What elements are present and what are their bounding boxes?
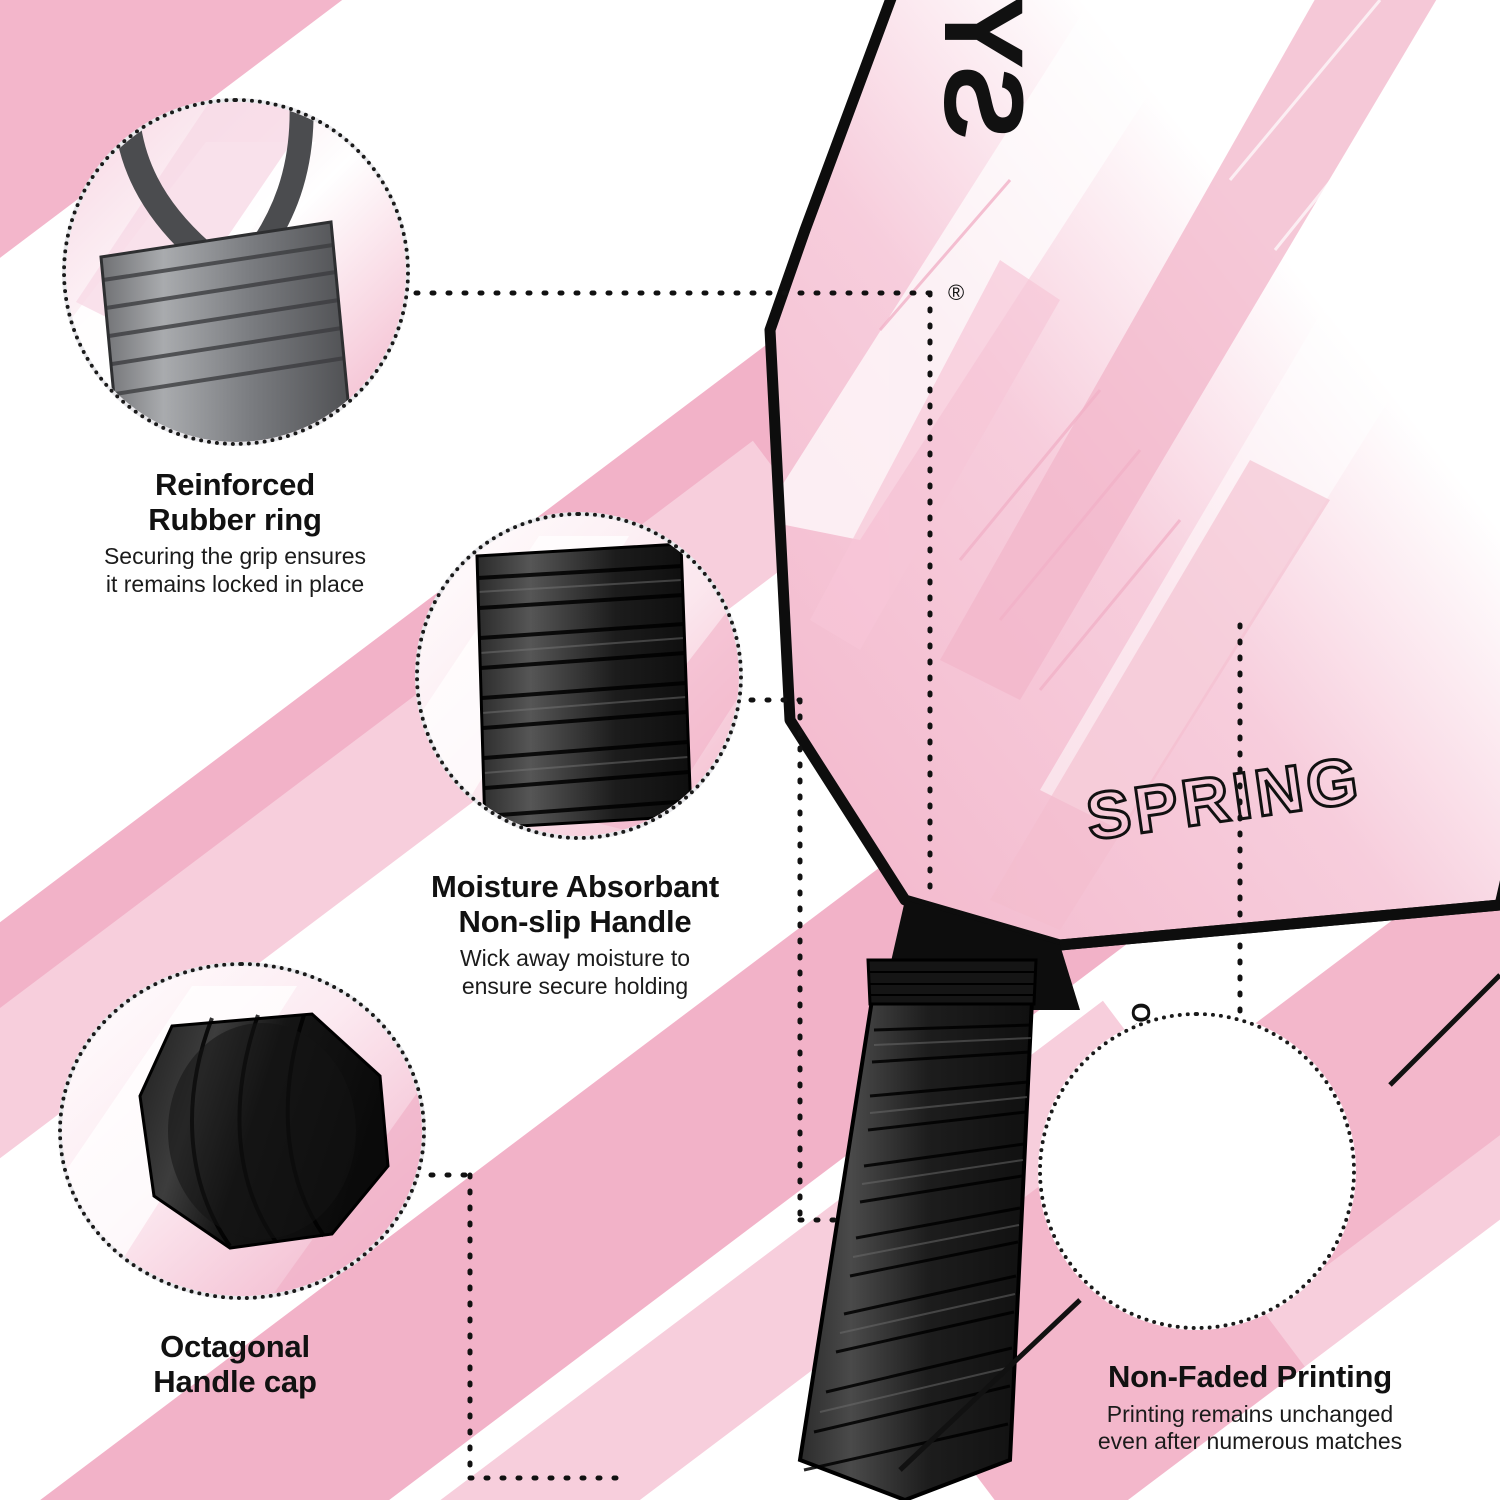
label-moisture-absorbant-handle: Moisture Absorbant Non-slip Handle Wick … — [360, 869, 790, 1001]
callout-title-line1: Octagonal — [160, 1329, 310, 1364]
callout-title-line1: Reinforced — [155, 467, 315, 502]
label-octagonal-handle-cap: Octagonal Handle cap — [20, 1329, 450, 1399]
callout-desc-line2: it remains locked in place — [105, 571, 365, 598]
label-reinforced-rubber-ring: Reinforced Rubber ring Securing the grip… — [10, 467, 460, 599]
callout-moisture-absorbant-handle[interactable] — [415, 512, 743, 840]
callout-desc-line1: Wick away moisture to — [459, 945, 691, 972]
callout-title-line1: Non-Faded Printing — [1108, 1359, 1392, 1394]
callout-desc-line1: Securing the grip ensures — [103, 543, 367, 570]
callout-title-line1: Moisture Absorbant — [430, 869, 720, 904]
callout-title-line2: Rubber ring — [148, 501, 322, 537]
callout-title-line2: Non-slip Handle — [458, 903, 692, 939]
callout-desc-line2: ensure secure holding — [461, 973, 689, 1000]
callout-octagonal-handle-cap[interactable] — [58, 962, 426, 1300]
callout-desc-line1: Printing remains unchanged — [1106, 1400, 1394, 1427]
callout-desc-line2: even after numerous matches — [1097, 1428, 1403, 1455]
callout-non-faded-printing[interactable] — [1038, 1012, 1356, 1330]
callout-reinforced-rubber-ring[interactable] — [62, 98, 410, 446]
callout-title-line2: Handle cap — [153, 1363, 317, 1399]
label-non-faded-printing: Non-Faded Printing Printing remains unch… — [1015, 1359, 1485, 1456]
